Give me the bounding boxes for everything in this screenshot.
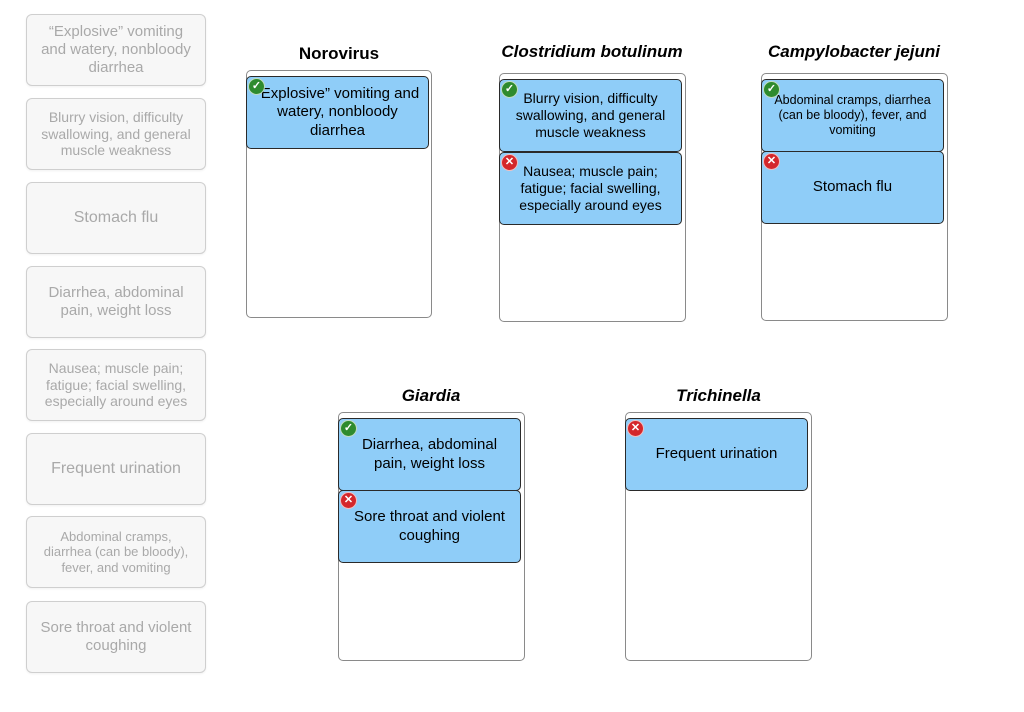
drop-zone-giardia[interactable]: ✓ Diarrhea, abdominal pain, weight loss …: [338, 412, 525, 661]
answer-card[interactable]: ✓ Diarrhea, abdominal pain, weight loss: [338, 418, 521, 491]
category-title-norovirus: Norovirus: [298, 44, 380, 63]
answer-card[interactable]: ✕ Nausea; muscle pain; fatigue; facial s…: [499, 152, 682, 225]
answer-text: Blurry vision, difficulty swallowing, an…: [515, 89, 666, 141]
checkmark-circle-icon: ✓: [763, 81, 780, 98]
answer-text: “Explosive” vomiting and watery, nonbloo…: [255, 85, 420, 139]
checkmark-circle-icon: ✓: [248, 78, 265, 95]
answer-card[interactable]: ✓ Abdominal cramps, diarrhea (can be blo…: [761, 79, 944, 152]
answer-text: Sore throat and violent coughing: [354, 508, 505, 544]
drop-zone-norovirus[interactable]: ✓ “Explosive” vomiting and watery, nonbl…: [246, 70, 432, 318]
source-item[interactable]: Sore throat and violent coughing: [26, 601, 206, 673]
x-circle-icon: ✕: [340, 492, 357, 509]
answer-card[interactable]: ✓ Blurry vision, difficulty swallowing, …: [499, 79, 682, 152]
source-item[interactable]: Diarrhea, abdominal pain, weight loss: [26, 266, 206, 338]
answer-card[interactable]: ✓ “Explosive” vomiting and watery, nonbl…: [246, 76, 429, 149]
answer-card[interactable]: ✕ Sore throat and violent coughing: [338, 490, 521, 563]
category-title-giardia: Giardia: [401, 386, 461, 405]
x-circle-icon: ✕: [763, 153, 780, 170]
source-item[interactable]: Frequent urination: [26, 433, 206, 505]
source-item[interactable]: Stomach flu: [26, 182, 206, 254]
source-item[interactable]: Abdominal cramps, diarrhea (can be blood…: [26, 516, 206, 588]
source-item[interactable]: Blurry vision, difficulty swallowing, an…: [26, 98, 206, 170]
answer-card[interactable]: ✕ Stomach flu: [761, 151, 944, 224]
answer-text: Stomach flu: [812, 178, 893, 196]
category-title-trichinella: Trichinella: [676, 386, 761, 405]
category-title-botulinum: Clostridium botulinum: [501, 42, 683, 61]
source-item[interactable]: “Explosive” vomiting and watery, nonbloo…: [26, 14, 206, 86]
answer-text: Diarrhea, abdominal pain, weight loss: [361, 436, 498, 472]
answer-text: Frequent urination: [655, 445, 778, 463]
checkmark-circle-icon: ✓: [501, 81, 518, 98]
source-item[interactable]: Nausea; muscle pain; fatigue; facial swe…: [26, 349, 206, 421]
drop-zone-trichinella[interactable]: ✕ Frequent urination: [625, 412, 812, 661]
drop-zone-botulinum[interactable]: ✓ Blurry vision, difficulty swallowing, …: [499, 73, 686, 322]
checkmark-circle-icon: ✓: [340, 420, 357, 437]
drop-zone-campylobacter[interactable]: ✓ Abdominal cramps, diarrhea (can be blo…: [761, 73, 948, 321]
answer-text: Abdominal cramps, diarrhea (can be blood…: [774, 92, 931, 138]
x-circle-icon: ✕: [501, 154, 518, 171]
answer-card[interactable]: ✕ Frequent urination: [625, 418, 808, 491]
x-circle-icon: ✕: [627, 420, 644, 437]
answer-text: Nausea; muscle pain; fatigue; facial swe…: [519, 162, 662, 214]
category-title-campylobacter: Campylobacter jejuni: [768, 42, 940, 61]
